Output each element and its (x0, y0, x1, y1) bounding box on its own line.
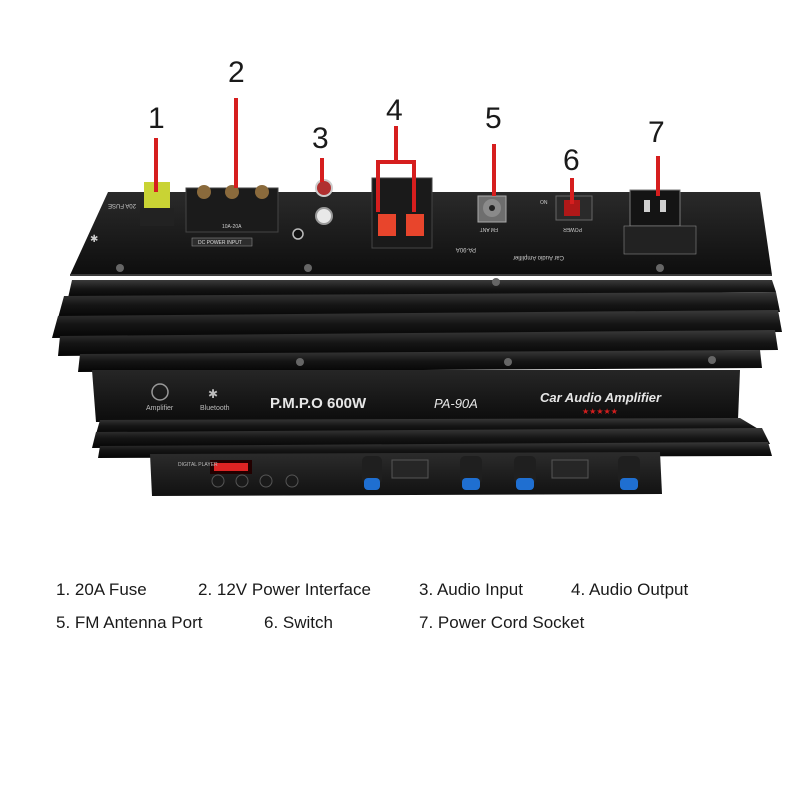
player-button-4[interactable] (285, 474, 299, 488)
front-code: PA-90A (434, 396, 478, 411)
legend-item-power-cord: 7. Power Cord Socket (419, 613, 585, 632)
front-label-panel (92, 370, 740, 422)
volume-knob-2[interactable] (460, 456, 482, 490)
power-input-label: DC POWER INPUT (198, 240, 242, 246)
callout-4: 4 (386, 94, 403, 127)
front-brand: Car Audio Amplifier (540, 390, 662, 405)
callout-6: 6 (563, 144, 580, 177)
callout-1: 1 (148, 102, 165, 135)
legend-item-fuse: 1. 20A Fuse (56, 580, 147, 599)
power-range-label: 10A-20A (222, 224, 242, 230)
front-badges: Amplifier ✱ Bluetooth P.M.P.O 600W PA-90… (146, 383, 662, 416)
front-model: P.M.P.O 600W (270, 395, 367, 412)
callout-lines (154, 98, 660, 212)
front-left-badge: Amplifier (146, 405, 174, 412)
aux-jack[interactable] (292, 228, 304, 240)
player-button-2[interactable] (235, 474, 249, 488)
legend-item-audio-input: 3. Audio Input (419, 580, 523, 599)
rca-jack-white[interactable] (315, 207, 333, 225)
speaker-output-terminals (371, 177, 433, 249)
on-label: ON (540, 200, 548, 206)
top-brand: Car Audio Amplifier (513, 254, 564, 260)
speaker-terminal-right[interactable] (406, 214, 424, 236)
player-button-3[interactable] (259, 474, 273, 488)
top-code: PA-90A (456, 246, 476, 252)
rca-input-jacks (292, 179, 333, 240)
front-stars: ★★★★★ (582, 407, 618, 416)
volume-knob-1[interactable] (362, 456, 382, 490)
volume-knob-3[interactable] (514, 456, 536, 490)
amplifier-logo-icon (151, 383, 169, 401)
top-panel-labels: Car Audio Amplifier PA-90A ✱ (90, 234, 564, 260)
callout-5: 5 (485, 102, 502, 135)
speaker-terminal-left[interactable] (378, 214, 396, 236)
player-button-1[interactable] (211, 474, 225, 488)
callout-7: 7 (648, 116, 665, 149)
legend-item-audio-output: 4. Audio Output (571, 580, 689, 599)
power-terminal-block: 10A-20A DC POWER INPUT (185, 185, 279, 247)
fm-label: FM ANT (480, 226, 498, 232)
heatsink-fins-lower (92, 418, 772, 458)
front-bt-badge: Bluetooth (200, 405, 230, 412)
power-cord-socket[interactable] (623, 189, 697, 255)
volume-knob-4[interactable] (618, 456, 640, 490)
power-switch-label: POWER (563, 226, 582, 232)
callout-3: 3 (312, 122, 329, 155)
legend-item-power-interface: 2. 12V Power Interface (198, 580, 371, 599)
display-label: DIGITAL PLAYER (178, 462, 218, 468)
fuse-label: 20A FUSE (108, 202, 136, 208)
fm-antenna-port[interactable]: FM ANT (477, 195, 507, 232)
legend-item-switch: 6. Switch (264, 613, 333, 632)
amplifier-photo: DIGITAL PLAYER Amplifier ✱ Bluetooth P.M… (52, 98, 782, 496)
rca-jack-red[interactable] (315, 179, 333, 197)
callout-2: 2 (228, 56, 245, 89)
bluetooth-icon: ✱ (208, 387, 218, 401)
control-panel: DIGITAL PLAYER (150, 452, 662, 496)
legend-item-fm-antenna: 5. FM Antenna Port (56, 613, 203, 632)
bluetooth-top-icon: ✱ (90, 234, 98, 245)
screws (116, 264, 716, 366)
heatsink-fins-upper (52, 280, 782, 372)
